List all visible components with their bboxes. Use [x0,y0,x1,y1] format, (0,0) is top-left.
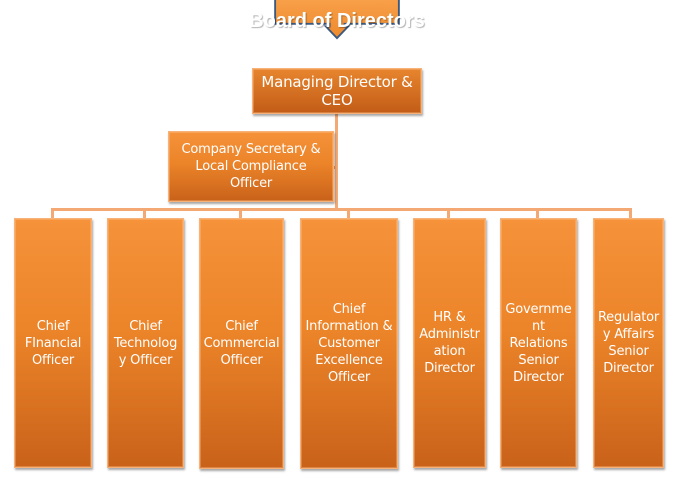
org-box-cco: Chief Commercial Officer [199,218,284,469]
ceo-box: Managing Director & CEO [252,68,422,114]
org-box-cio: Chief Information & Customer Excellence … [300,218,398,469]
org-box-cto: Chief Technolog y Officer [107,218,184,468]
connector-secretary [331,166,337,169]
connector-horizontal-bar [51,208,632,211]
connector-drop [536,208,539,218]
connector-ceo-trunk [335,112,338,211]
org-box-regulatory-affairs: Regulator y Affairs Senior Director [593,218,664,468]
board-arrow-callout [274,0,400,40]
connector-drop [51,208,54,218]
connector-drop [239,208,242,218]
company-secretary-box: Company Secretary & Local Compliance Off… [168,131,334,202]
org-box-cfo: Chief FInancial Officer [14,218,92,468]
board-of-directors-label: Board of Directors [249,9,425,32]
connector-drop [447,208,450,218]
org-box-hr: HR & Administr ation Director [413,218,486,468]
connector-drop [143,208,146,218]
connector-drop [629,208,632,218]
connector-drop [347,208,350,218]
org-box-government-relations: Governme nt Relations Senior Director [500,218,577,468]
